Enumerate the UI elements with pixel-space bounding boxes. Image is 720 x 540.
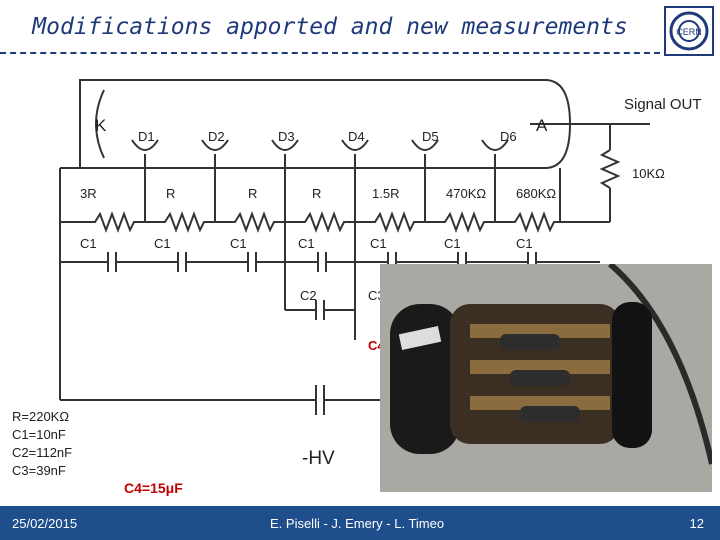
dynode-label-1: D1 — [138, 129, 155, 144]
cap-c1-label-6: C1 — [444, 236, 461, 251]
slide-title: Modifications apported and new measureme… — [32, 14, 628, 40]
title-underline — [0, 52, 660, 54]
legend-c2: C2=112nF — [12, 445, 73, 460]
dynode-label-5: D5 — [422, 129, 439, 144]
cap-c1-label-7: C1 — [516, 236, 533, 251]
signal-out-label: Signal OUT — [624, 96, 702, 113]
load-resistor — [599, 149, 621, 189]
resistor-label-4: R — [312, 186, 322, 201]
component-values-legend: R=220KΩ C1=10nF C2=112nF C3=39nF — [12, 408, 72, 480]
pmt-base-photo — [380, 264, 712, 492]
legend-c1: C1=10nF — [12, 427, 66, 442]
dynode-2-shape — [201, 139, 229, 151]
svg-text:CERN: CERN — [676, 27, 702, 37]
dynode-1-shape — [131, 139, 159, 151]
resistor-label-1: 3R — [80, 186, 97, 201]
resistor-label-6: 470KΩ — [446, 186, 487, 201]
cern-logo: CERN — [664, 6, 714, 56]
resistor-680k — [495, 211, 610, 233]
resistor-r2 — [215, 211, 285, 233]
load-resistor-label: 10KΩ — [632, 166, 665, 181]
resistor-r1 — [145, 211, 215, 233]
footer-page-number: 12 — [689, 516, 704, 531]
legend-r: R=220KΩ — [12, 409, 70, 424]
cap-c2-label: C2 — [300, 288, 317, 303]
cap-c1-label-5: C1 — [370, 236, 387, 251]
cathode-arc — [95, 89, 105, 159]
legend-c3: C3=39nF — [12, 463, 66, 478]
pmt-tube-outline — [79, 79, 572, 169]
dynode-3-shape — [271, 139, 299, 151]
resistor-1-5r — [355, 211, 425, 233]
cap-c1-label-3: C1 — [230, 236, 247, 251]
resistor-label-3: R — [248, 186, 258, 201]
resistor-label-2: R — [166, 186, 176, 201]
footer-authors: E. Piselli - J. Emery - L. Timeo — [270, 516, 445, 531]
cathode-label: K — [95, 116, 107, 135]
resistor-label-7: 680KΩ — [516, 186, 557, 201]
dynode-label-6: D6 — [500, 129, 517, 144]
footer-date: 25/02/2015 — [12, 516, 78, 531]
dynode-label-3: D3 — [278, 129, 295, 144]
cap-c1-label-4: C1 — [298, 236, 315, 251]
dynode-6-shape — [481, 139, 509, 151]
dynode-label-2: D2 — [208, 129, 225, 144]
legend-c4: C4=15μF — [124, 480, 183, 496]
hv-label: -HV — [302, 448, 335, 469]
anode-label: A — [536, 116, 548, 135]
slide-footer: 25/02/2015 E. Piselli - J. Emery - L. Ti… — [0, 506, 720, 540]
resistor-r3 — [285, 211, 355, 233]
cap-c1-label-2: C1 — [154, 236, 171, 251]
resistor-3r — [60, 211, 145, 233]
resistor-470k — [425, 211, 495, 233]
dynode-5-shape — [411, 139, 439, 151]
dynode-4-shape — [341, 139, 369, 151]
cap-c1-label-1: C1 — [80, 236, 97, 251]
resistor-label-5: 1.5R — [372, 186, 400, 201]
dynode-label-4: D4 — [348, 129, 365, 144]
